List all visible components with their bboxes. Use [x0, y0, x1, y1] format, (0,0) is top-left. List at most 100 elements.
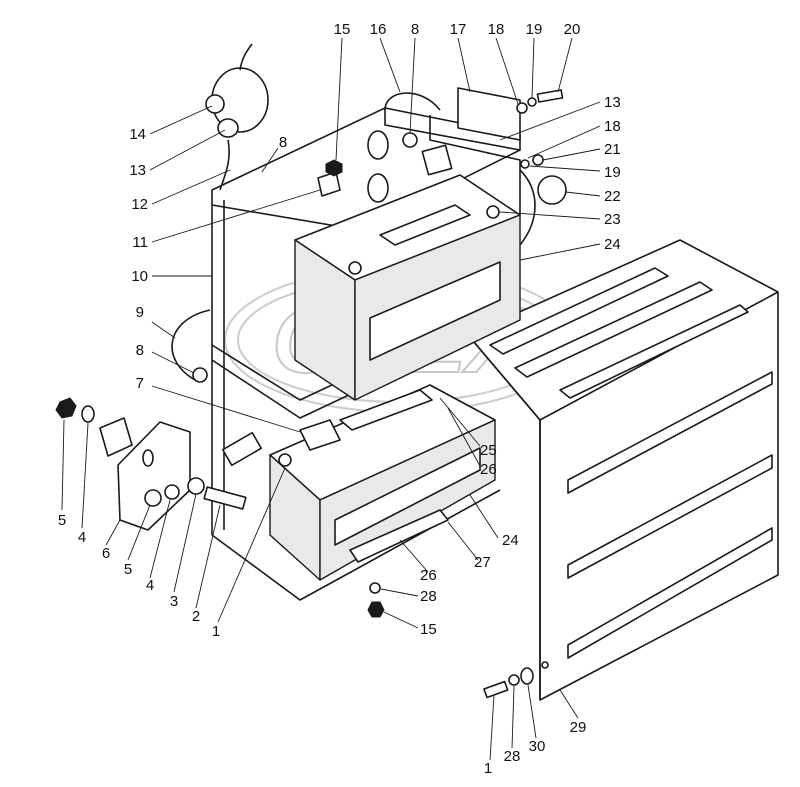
nut-5-top	[55, 397, 77, 419]
callout-label: 3	[170, 593, 178, 610]
callout-label: 18	[488, 21, 505, 38]
leader-1-left	[217, 467, 286, 623]
callout-label: 6	[102, 545, 110, 562]
callout-label: 1	[212, 623, 220, 640]
callout-label: 9	[136, 304, 144, 321]
bolt-20	[536, 89, 564, 103]
washer-18	[516, 102, 528, 114]
bolt-2	[203, 486, 247, 510]
upper-battery-label	[369, 261, 501, 361]
cover-slot-2	[567, 454, 773, 579]
callout-label: 26	[480, 461, 497, 478]
leader-lines	[61, 37, 601, 761]
battery-cover	[467, 239, 779, 701]
upper-battery	[294, 174, 521, 401]
bolt-2-head	[221, 431, 263, 467]
leader-16	[379, 37, 401, 93]
leader-11	[151, 189, 321, 243]
leader-18-right	[527, 125, 601, 159]
callout-label: 19	[526, 21, 543, 38]
lower-battery-terminal	[278, 453, 292, 467]
leader-14	[149, 105, 213, 135]
callout-label: 8	[411, 21, 419, 38]
leader-15-top	[335, 37, 343, 161]
callout-label: 15	[334, 21, 351, 38]
callout-label: 18	[604, 118, 621, 135]
callout-label: 22	[604, 188, 621, 205]
callout-label: 29	[570, 719, 587, 736]
box-hole-upper	[367, 130, 389, 160]
callout-labels: 15 16 8 17 18 19 20 13 18 21 19 22 23 24…	[58, 21, 621, 777]
callout-label: 5	[124, 561, 132, 578]
callout-label: 20	[564, 21, 581, 38]
leader-2	[195, 504, 221, 609]
cable-9	[171, 309, 211, 381]
nut-5-bottom	[144, 489, 162, 507]
callout-label: 4	[146, 577, 154, 594]
leader-22	[565, 191, 601, 197]
callout-label: 11	[132, 234, 148, 251]
cables-and-hardware	[55, 43, 567, 699]
grommet-8-top	[402, 132, 418, 148]
callout-label: 24	[604, 236, 621, 253]
callout-label: 8	[279, 134, 287, 151]
nut-21	[532, 154, 544, 166]
washer-4-top	[81, 405, 95, 423]
lower-battery-handle	[339, 389, 433, 431]
callout-label: 28	[504, 748, 521, 765]
callout-label: 17	[450, 21, 467, 38]
switch-nut	[217, 118, 239, 138]
callout-label: 2	[192, 608, 200, 625]
callout-label: 4	[78, 529, 86, 546]
washer-4-bottom	[164, 484, 180, 500]
callout-label: 27	[474, 554, 491, 571]
cable-16	[384, 92, 441, 111]
leader-26-bottom	[399, 539, 429, 573]
leader-13-left	[149, 129, 226, 171]
cover-rib-1	[489, 267, 669, 355]
leader-28-bottom	[380, 588, 419, 597]
bracket-17	[457, 87, 521, 141]
callout-label: 25	[480, 442, 497, 459]
cover-rib-2	[514, 281, 713, 378]
nut-15-bottom	[367, 601, 385, 618]
callout-label: 7	[136, 375, 144, 392]
leader-29	[559, 689, 579, 719]
cover-rib-3	[559, 304, 749, 399]
box-hole-lower	[367, 173, 389, 203]
leader-9	[151, 321, 176, 339]
upper-battery-terminal-neg	[348, 261, 362, 275]
leader-24-bottom	[469, 494, 499, 539]
leader-8-left	[261, 147, 279, 173]
washer-19b	[520, 159, 530, 169]
block-5	[99, 417, 133, 457]
callout-label: 15	[420, 621, 437, 638]
leader-5-mid	[127, 504, 151, 561]
leader-25	[439, 397, 481, 447]
clamp-bar	[349, 509, 449, 563]
switch-wire	[239, 43, 253, 71]
leader-7	[151, 385, 301, 433]
callout-label: 10	[131, 268, 148, 285]
leader-26-top	[447, 407, 481, 467]
leader-8-mid	[151, 351, 195, 374]
callout-label: 19	[604, 164, 621, 181]
leader-6	[105, 519, 121, 546]
leader-23	[499, 211, 601, 220]
washer-28	[369, 582, 381, 594]
box-back-rim	[384, 108, 521, 151]
washer-30	[520, 667, 534, 685]
callout-label: 14	[129, 126, 146, 143]
callout-label: 26	[420, 567, 437, 584]
lower-battery-label	[334, 447, 481, 546]
cap-22	[537, 175, 567, 205]
leader-19	[531, 37, 535, 99]
leader-20	[557, 37, 573, 93]
box-back-bracket	[429, 115, 521, 215]
leader-3	[173, 493, 197, 593]
callout-label: 24	[502, 532, 519, 549]
switch-knob	[205, 94, 225, 114]
leader-21	[542, 148, 601, 161]
leader-19-right	[529, 165, 601, 172]
